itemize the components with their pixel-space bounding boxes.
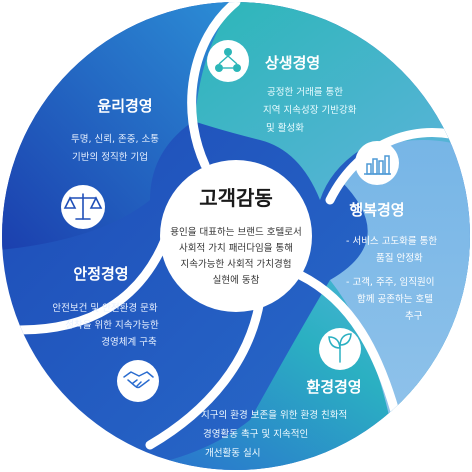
- safety-description: 안전보건 및 안전환경 문화 정착을 위한 지속가능한 경영체계 구축: [52, 302, 159, 348]
- environment-line: 경영활동 촉구 및 지속적인: [203, 428, 308, 440]
- coexistence-description: 공정한 거래를 통한 지역 지속성장 기반강화 및 활성화: [263, 87, 357, 134]
- happiness-line: 추구: [405, 311, 423, 322]
- happiness-description: - 서비스 고도화를 통한 품질 안정화 - 고객, 주주, 임직원이 함께 공…: [346, 236, 437, 322]
- happiness-title: 행복경영: [349, 201, 404, 219]
- safety-line: 안전보건 및 안전환경 문화: [52, 302, 157, 314]
- ethics-line: 기반의 정직한 기업: [72, 151, 148, 163]
- center-line: 사회적 가치 패러다임을 통해: [179, 242, 293, 254]
- happiness-line: - 서비스 고도화를 통한: [346, 236, 437, 247]
- segment-happiness: [330, 110, 470, 420]
- center-line: 용인을 대표하는 브랜드 호텔로서: [170, 226, 301, 238]
- scales-icon: [61, 185, 105, 229]
- center-title: 고객감동: [199, 186, 273, 210]
- center-description: 용인을 대표하는 브랜드 호텔로서 사회적 가치 패러다임을 통해 지속가능한 …: [170, 226, 301, 286]
- safety-line: 정착을 위한 지속가능한: [65, 319, 159, 331]
- safety-title: 안정경영: [73, 265, 128, 283]
- ethics-title: 윤리경영: [97, 97, 152, 115]
- ethics-description: 투명, 신뢰, 존중, 소통 기반의 정직한 기업: [71, 134, 159, 163]
- people-network-icon: [207, 40, 249, 82]
- happiness-line: 함께 공존하는 호텔: [357, 293, 433, 305]
- center-line: 지속가능한 사회적 가치경험: [181, 258, 292, 270]
- environment-description: 지구의 환경 보존을 위한 환경 친화적 경영활동 촉구 및 지속적인 개선활동…: [201, 409, 347, 459]
- center-line: 실현에 동참: [213, 275, 260, 286]
- environment-line: 개선활동 실시: [205, 447, 260, 459]
- segment-separators: [15, 2, 470, 450]
- coexistence-line: 및 활성화: [266, 122, 304, 134]
- sprout-icon: [319, 328, 361, 370]
- handshake-icon: [117, 360, 159, 402]
- coexistence-line: 공정한 거래를 통한: [267, 87, 343, 98]
- coexistence-title: 상생경영: [265, 54, 320, 72]
- ethics-line: 투명, 신뢰, 존중, 소통: [71, 134, 159, 145]
- happiness-line: - 고객, 주주, 임직원이: [346, 276, 434, 288]
- safety-line: 경영체계 구축: [101, 336, 157, 348]
- environment-title: 환경경영: [306, 378, 361, 396]
- coexistence-line: 지역 지속성장 기반강화: [263, 105, 357, 116]
- bar-chart-icon: [355, 141, 399, 185]
- happiness-line: 품질 안정화: [376, 252, 423, 264]
- environment-line: 지구의 환경 보존을 위한 환경 친화적: [201, 409, 347, 421]
- center-circle: [160, 160, 312, 312]
